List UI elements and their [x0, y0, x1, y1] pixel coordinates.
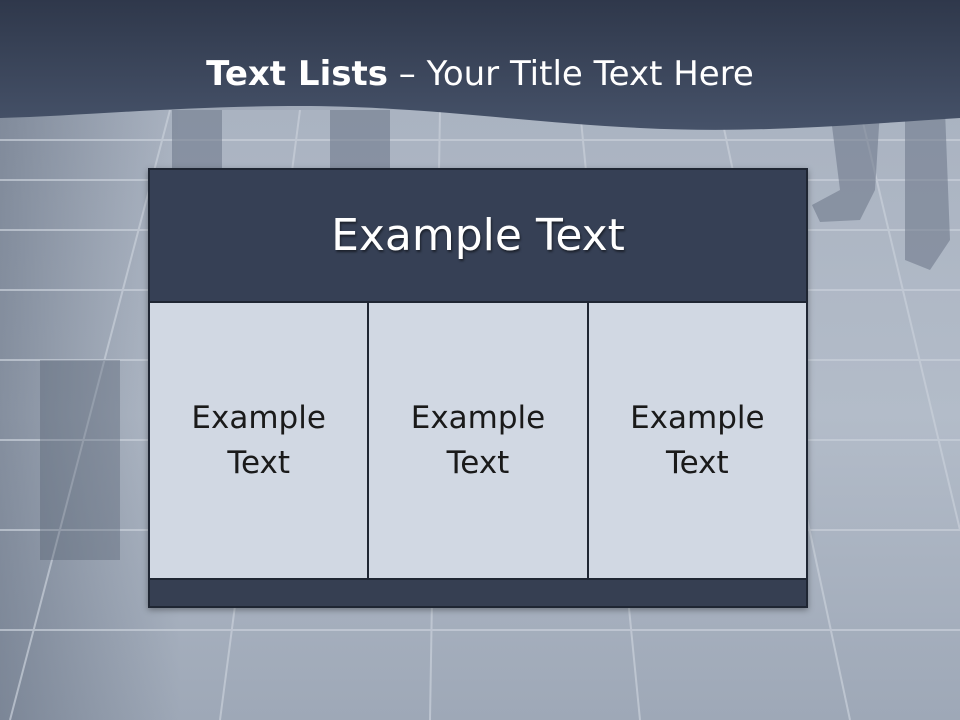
table-cells-row: Example Text Example Text Example Text — [150, 303, 806, 580]
table-cell-1: Example Text — [150, 303, 368, 578]
table-header: Example Text — [150, 170, 806, 303]
text-list-table: Example Text Example Text Example Text E… — [148, 168, 808, 608]
title-bold-text: Text Lists — [206, 54, 388, 94]
table-cell-2: Example Text — [367, 303, 587, 578]
title-rest-text: – Your Title Text Here — [398, 54, 754, 94]
header-band — [0, 0, 960, 130]
table-footer-bar — [150, 580, 806, 606]
table-cell-3: Example Text — [586, 303, 806, 578]
slide-title: Text Lists – Your Title Text Here — [0, 52, 960, 96]
